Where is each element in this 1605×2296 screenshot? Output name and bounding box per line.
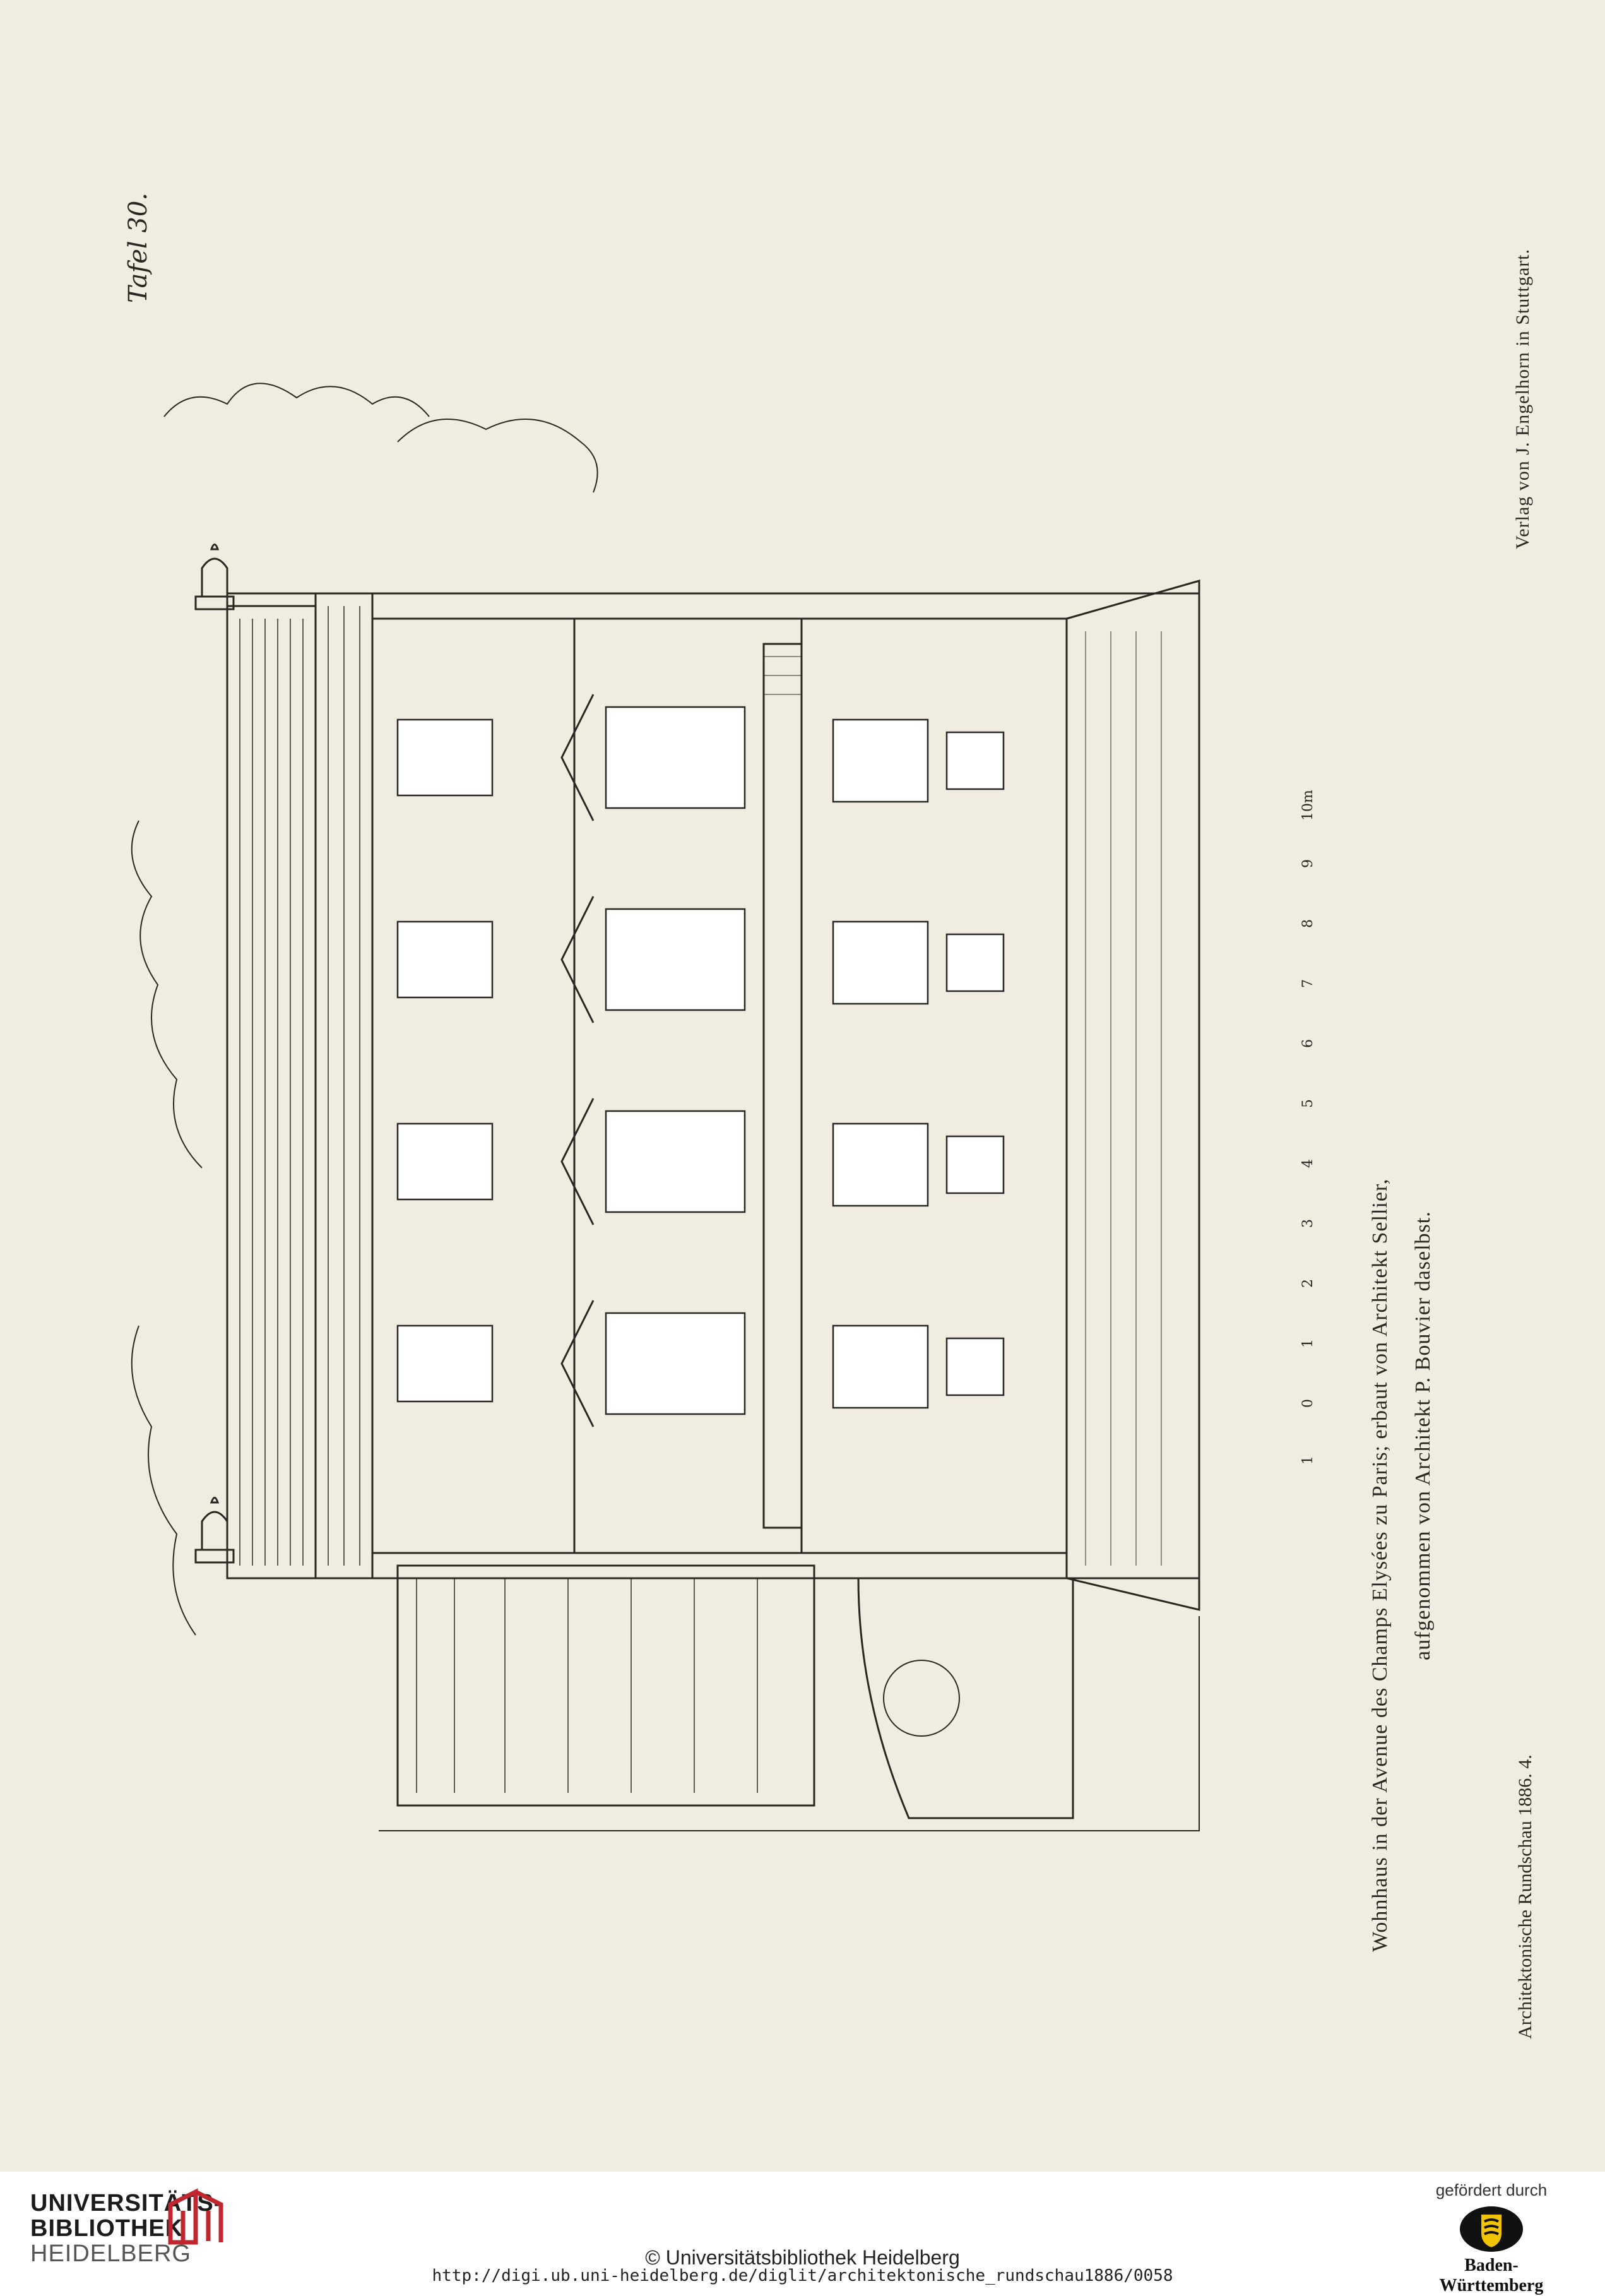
library-mark-icon — [168, 2188, 223, 2245]
scale-label: 2 — [1300, 1279, 1316, 1288]
permalink-url[interactable]: http://digi.ub.uni-heidelberg.de/diglit/… — [432, 2266, 1173, 2285]
plate-page: Tafel 30. — [0, 0, 1605, 2172]
facade-drawing — [131, 383, 1200, 1831]
journal-reference: Architektonische Rundschau 1886. 4. — [1515, 1754, 1536, 2039]
plate-caption-continued: aufgenommen von Architekt P. Bouvier das… — [1411, 1211, 1435, 1660]
scale-label: 6 — [1300, 1039, 1316, 1048]
scale-label: 1 — [1300, 1456, 1316, 1465]
plate-number: Tafel 30. — [124, 192, 153, 303]
scale-labels: 1 0 1 2 3 4 5 6 7 8 9 10m — [1300, 783, 1325, 1477]
plate-caption: Wohnhaus in der Avenue des Champs Elysée… — [1368, 1178, 1392, 1952]
funder-name: Baden-Württemberg — [1439, 2256, 1544, 2295]
funded-by-label: gefördert durch — [1435, 2180, 1548, 2199]
footer-bar: UNIVERSITÄTS- BIBLIOTHEK HEIDELBERG © Un… — [0, 2172, 1605, 2295]
scale-label: 8 — [1300, 919, 1316, 928]
scale-label: 5 — [1300, 1099, 1316, 1108]
scale-label: 4 — [1300, 1159, 1316, 1168]
library-name-line3: HEIDELBERG — [30, 2240, 191, 2267]
scale-label: 3 — [1300, 1219, 1316, 1228]
scale-label: 9 — [1300, 859, 1316, 868]
baden-wuerttemberg-crest-icon — [1460, 2206, 1523, 2252]
funding-notice: gefördert durch Baden-Württemberg — [1416, 2180, 1567, 2296]
publisher-line: Verlag von J. Engelhorn in Stuttgart. — [1512, 248, 1533, 549]
scale-label: 0 — [1300, 1399, 1316, 1408]
scale-label: 1 — [1300, 1339, 1316, 1348]
scale-label: 7 — [1300, 979, 1316, 988]
scale-label: 10m — [1300, 790, 1316, 821]
library-name-line2: BIBLIOTHEK — [30, 2215, 184, 2242]
copyright-notice: © Universitätsbibliothek Heidelberg — [645, 2246, 960, 2269]
library-logo[interactable]: UNIVERSITÄTS- BIBLIOTHEK HEIDELBERG — [30, 2191, 222, 2266]
